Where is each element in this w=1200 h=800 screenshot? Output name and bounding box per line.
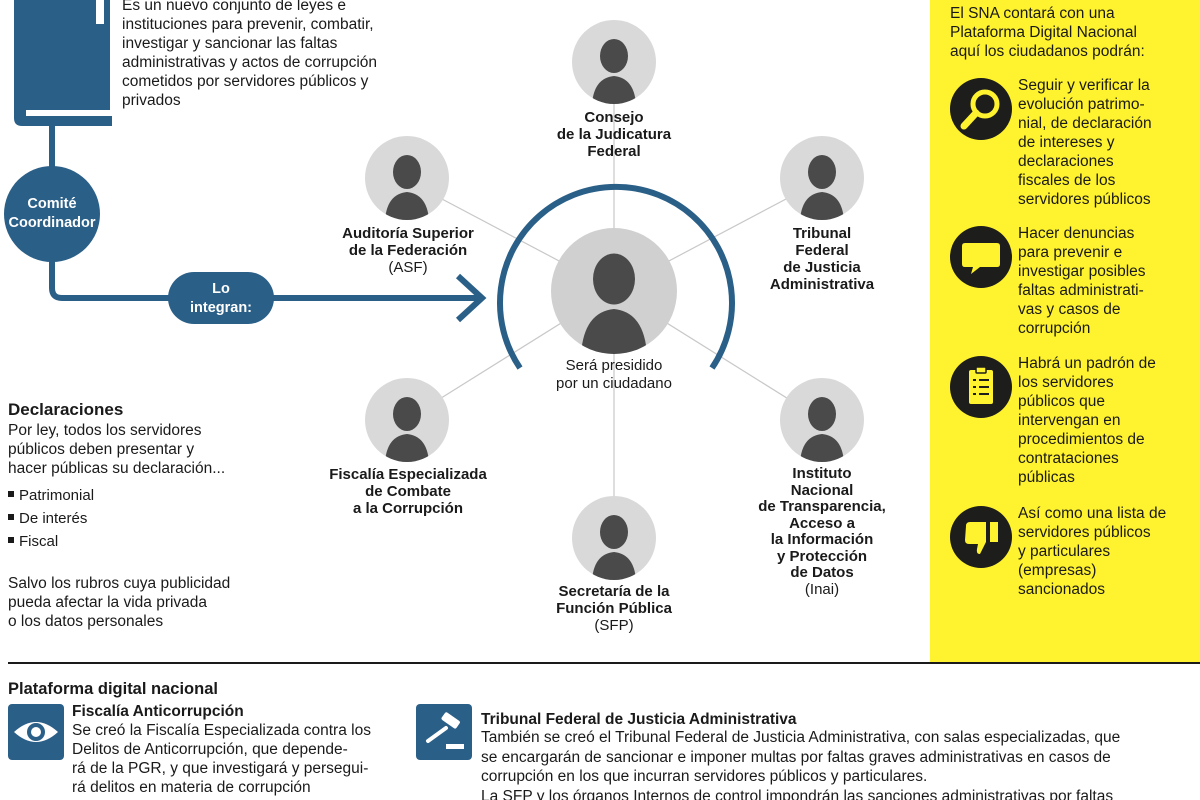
label-tribunal: Tribunal Federal de Justicia Administrat… — [769, 225, 875, 293]
connector-line — [49, 260, 480, 301]
platform-item-padron: Habrá un padrón de los servidores públic… — [1018, 355, 1156, 486]
center-ring — [497, 183, 735, 370]
bottom-section-title: Plataforma digital nacional — [8, 680, 218, 698]
fiscalia-text: Se creó la Fiscalía Especializada contra… — [72, 722, 371, 796]
label-asf: Auditoría Superior de la Federación (ASF… — [342, 225, 474, 276]
section-divider — [8, 662, 1200, 664]
avatar-asf — [365, 136, 449, 220]
declaraciones-note: Salvo los rubros cuya publicidad pueda a… — [8, 575, 231, 630]
declaraciones-text: Por ley, todos los servidores públicos d… — [8, 422, 226, 477]
label-center: Será presidido por un ciudadano — [556, 357, 672, 392]
avatar-tribunal — [780, 136, 864, 220]
avatar-center — [551, 228, 677, 354]
label-consejo: Consejo de la Judicatura Federal — [556, 109, 672, 160]
thumbs-down-icon — [950, 506, 1012, 568]
book-icon — [14, 0, 112, 126]
avatar-fiscalia — [365, 378, 449, 462]
avatar-inai — [780, 378, 864, 462]
committee-label: Comité Coordinador — [8, 196, 96, 231]
label-inai: Instituto Nacional de Transparencia, Acc… — [758, 465, 886, 598]
gavel-icon — [416, 704, 472, 760]
clipboard-icon — [950, 356, 1012, 418]
label-sfp: Secretaría de la Función Pública (SFP) — [556, 583, 672, 634]
avatar-consejo — [572, 20, 656, 104]
label-fiscalia: Fiscalía Especializada de Combate a la C… — [329, 466, 487, 517]
intro-text: Es un nuevo conjunto de leyes e instituc… — [122, 0, 378, 109]
committee-circle — [4, 166, 100, 262]
integran-pill — [168, 272, 274, 324]
platform-panel-intro: El SNA contará con una Plataforma Digita… — [950, 5, 1145, 60]
platform-item-denuncias: Hacer denuncias para prevenir e investig… — [1018, 225, 1146, 337]
declaracion-item-fiscal: Fiscal — [8, 533, 58, 551]
speech-bubble-icon — [950, 226, 1012, 288]
magnifier-icon — [950, 78, 1012, 140]
declaraciones-title: Declaraciones — [8, 400, 124, 419]
platform-item-lista: Así como una lista de servidores público… — [1018, 505, 1167, 598]
fiscalia-title: Fiscalía Anticorrupción — [72, 703, 244, 720]
tribunal-text: También se creó el Tribunal Federal de J… — [481, 729, 1121, 800]
platform-item-verify: Seguir y verificar la evolución patrimo-… — [1018, 77, 1152, 208]
tribunal-title: Tribunal Federal de Justicia Administrat… — [481, 711, 797, 728]
integran-label: Lo integran: — [189, 281, 253, 316]
declaracion-item-patrimonial: Patrimonial — [8, 487, 94, 505]
arrow-icon — [455, 273, 487, 323]
eye-icon — [8, 704, 64, 760]
declaracion-item-interes: De interés — [8, 510, 87, 528]
avatar-sfp — [572, 496, 656, 580]
